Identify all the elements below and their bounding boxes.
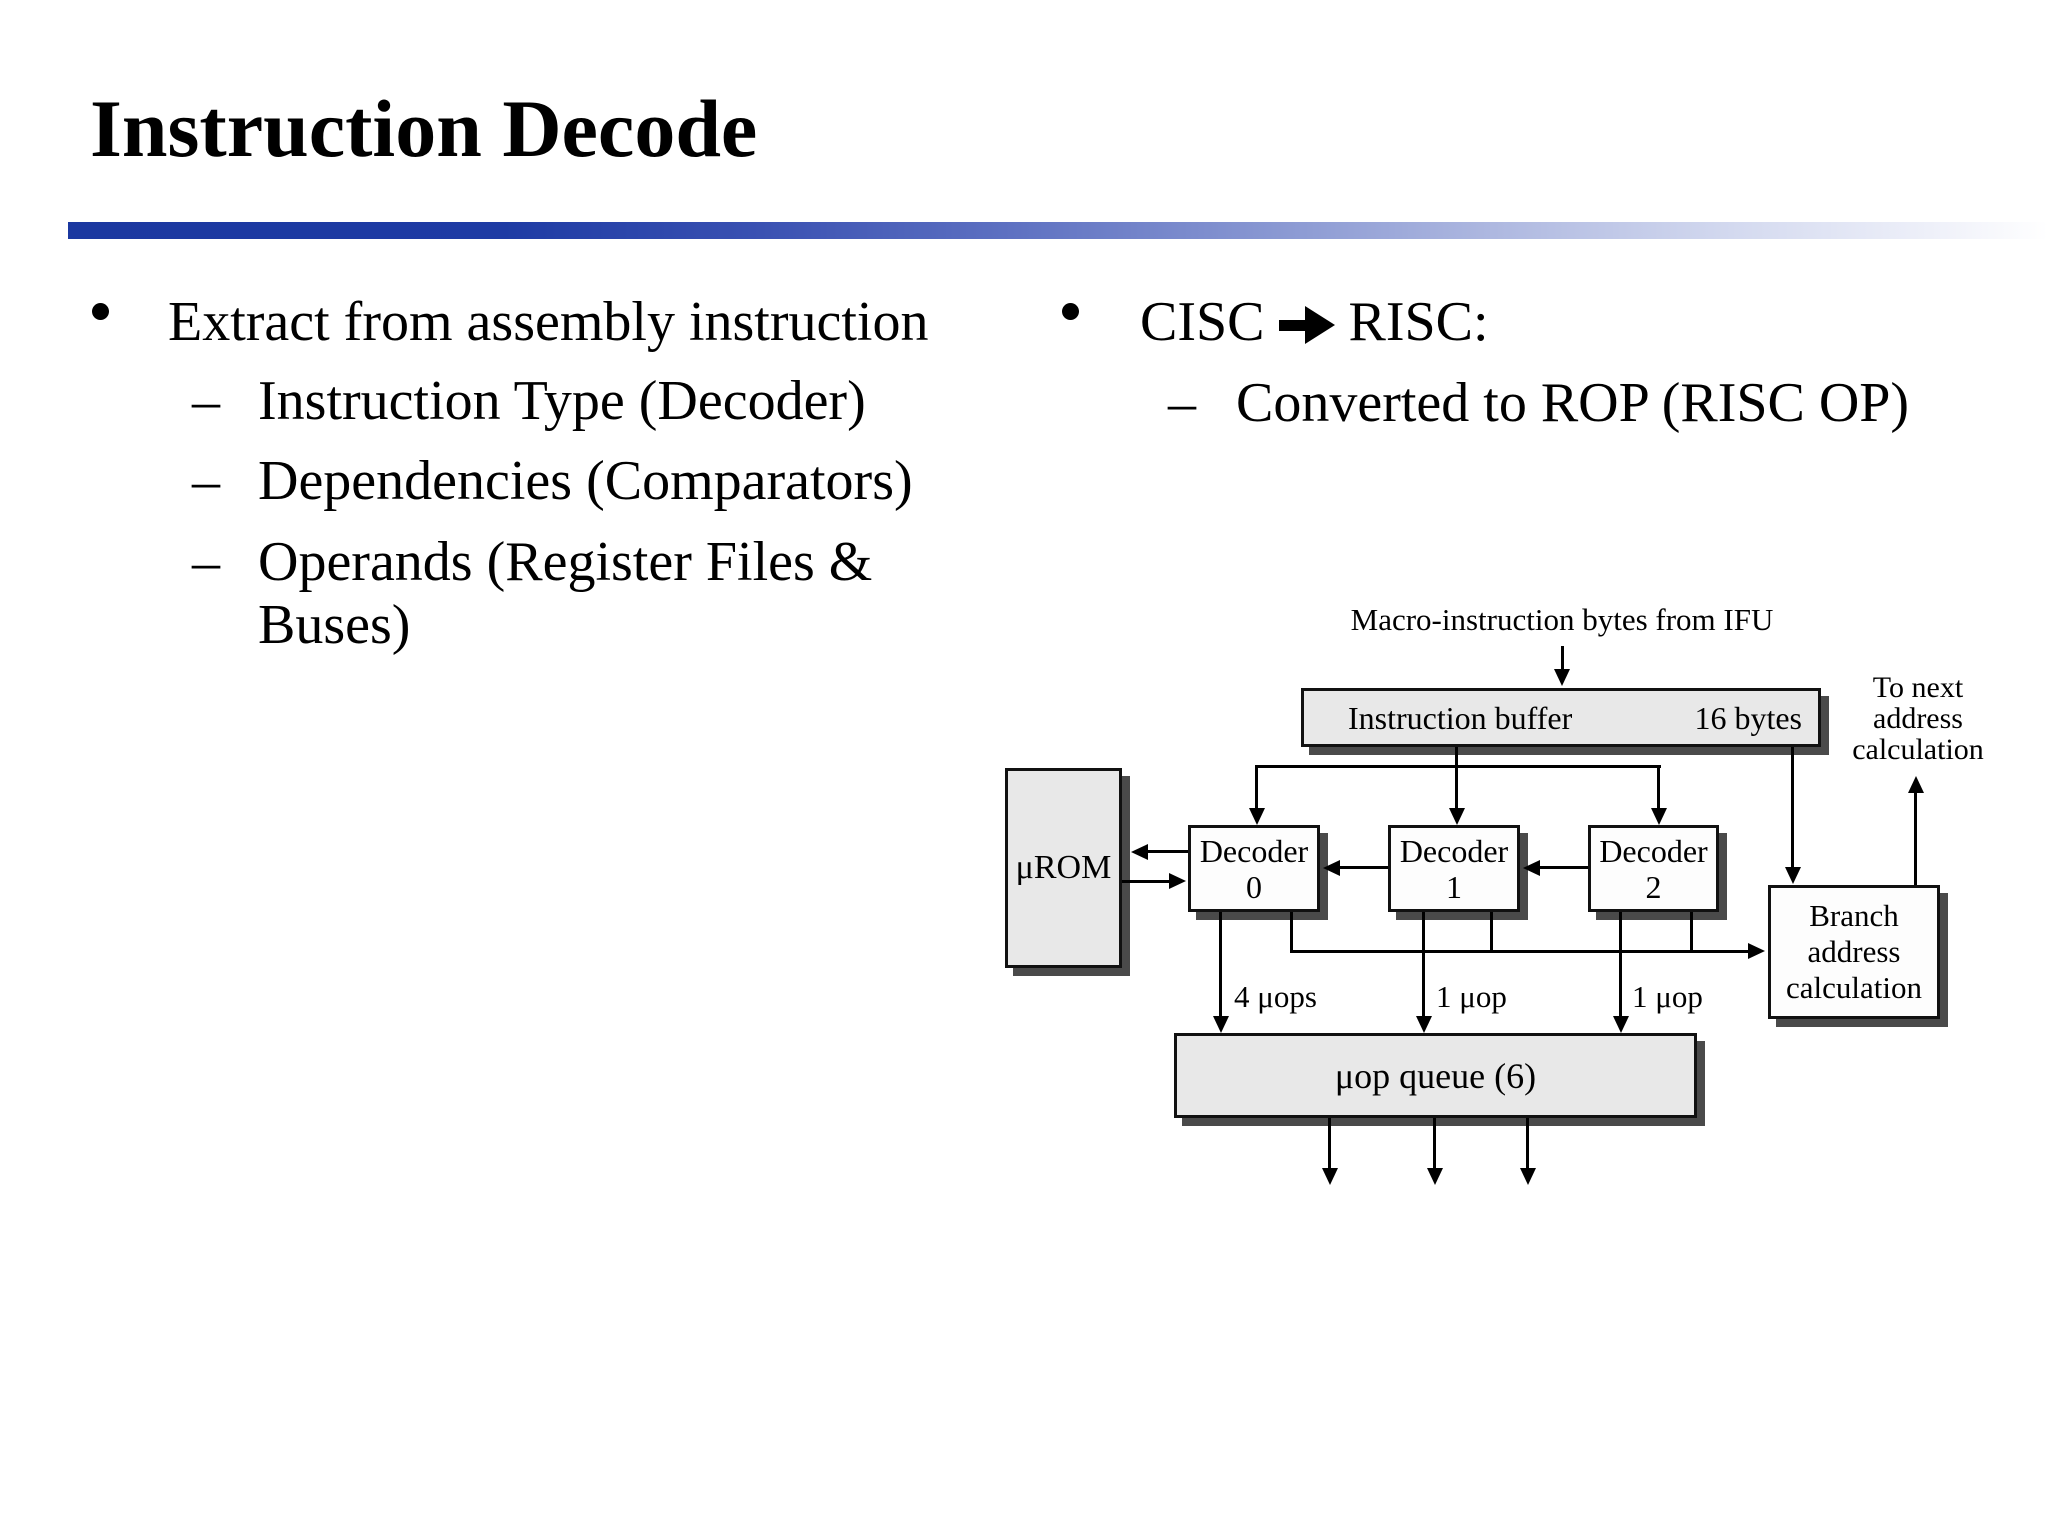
arrowhead-dec1-into-queue [1416,1016,1432,1033]
line-decoder0-to-urom [1148,850,1188,853]
urom-box: μROM [1005,768,1122,968]
sub-bullet-dash: – [1168,372,1196,434]
line-queue-out-3 [1526,1118,1529,1169]
arrowhead-dec2-into-queue [1613,1016,1629,1033]
arrowhead-into-decoder2 [1651,808,1667,825]
arrowhead-to-next-address [1908,776,1924,793]
uop-queue-box: μop queue (6) [1174,1033,1697,1118]
line-macro-to-buffer [1561,646,1564,670]
arrowhead-into-urom [1131,844,1148,860]
sub-bullet-text: Instruction Type (Decoder) [258,370,866,432]
instruction-buffer-box: Instruction buffer 16 bytes [1301,688,1821,747]
urom-label: μROM [1015,849,1112,886]
sub-bullet-text: Operands (Register Files & [258,531,873,593]
uop-count-dec0: 4 μops [1234,979,1317,1014]
line-buffer-to-branch [1791,747,1794,867]
page-title: Instruction Decode [90,83,758,174]
arrowhead-into-decoder0 [1249,808,1265,825]
cisc-label: CISC [1140,291,1265,353]
stub-dec0-to-collector [1290,912,1293,953]
buffer-capacity-label: 16 bytes [1694,699,1802,736]
line-to-decoder2 [1657,768,1660,808]
sub-bullet-converted-rop: –Converted to ROP (RISC OP) [1168,367,1909,439]
line-collector-to-branch [1290,950,1749,953]
uop-count-dec2: 1 μop [1632,979,1703,1014]
to-next-address-label: To next address calculation [1852,671,1984,766]
bullet-item-cisc-risc: CISC RISC: [1140,286,1489,358]
line-to-decoder0 [1255,768,1258,808]
bullet-icon-left [92,303,109,320]
line-urom-to-decoder0 [1122,880,1169,883]
arrowhead-into-decoder0-left [1169,873,1186,889]
arrowhead-dec2-to-dec1 [1523,860,1540,876]
sub-bullet-dependencies: –Dependencies (Comparators) [192,445,913,517]
arrowhead-queue-out-3 [1520,1168,1536,1185]
arrowhead-into-decoder1 [1449,808,1465,825]
arrowhead-into-branch-left [1748,943,1765,959]
line-dec0-to-queue [1219,912,1222,1017]
instruction-buffer-label: Instruction buffer [1348,699,1573,736]
risc-label: RISC: [1348,291,1489,353]
thick-right-arrow-icon [1278,306,1335,344]
arrowhead-queue-out-2 [1427,1168,1443,1185]
line-branch-to-next [1914,793,1917,886]
stub-dec2-to-collector [1690,912,1693,953]
stub-dec1-to-collector [1490,912,1493,953]
bullet-icon-right [1062,303,1079,320]
line-dec1-to-dec0 [1340,866,1388,869]
sub-bullet-dash: – [192,370,220,432]
line-queue-out-1 [1328,1118,1331,1169]
title-accent-bar [68,222,2048,239]
line-distribution [1255,765,1661,768]
uop-count-dec1: 1 μop [1436,979,1507,1014]
line-dec2-to-dec1 [1540,866,1588,869]
arrowhead-into-buffer [1554,669,1570,686]
sub-bullet-instruction-type: –Instruction Type (Decoder) [192,365,866,437]
sub-bullet-operands: –Operands (Register Files & [192,526,872,598]
line-dec2-to-queue [1619,912,1622,1017]
bullet-item-extract: Extract from assembly instruction [168,291,929,353]
sub-bullet-text: Converted to ROP (RISC OP) [1236,372,1910,434]
branch-address-box: Branch address calculation [1768,885,1940,1019]
arrowhead-dec0-into-queue [1213,1016,1229,1033]
line-dec1-to-queue [1422,912,1425,1017]
arrowhead-dec1-to-dec0 [1323,860,1340,876]
sub-bullet-dash: – [192,450,220,512]
sub-bullet-text: Dependencies (Comparators) [258,450,913,512]
line-to-decoder1 [1455,768,1458,808]
sub-bullet-operands-wrap: Buses) [258,594,411,656]
diagram-top-label: Macro-instruction bytes from IFU [1350,602,1774,637]
sub-bullet-dash: – [192,531,220,593]
arrowhead-into-branch-top [1785,867,1801,884]
uop-queue-label: μop queue (6) [1334,1055,1537,1096]
line-queue-out-2 [1433,1118,1436,1169]
line-buffer-down [1455,747,1458,766]
arrowhead-queue-out-1 [1322,1168,1338,1185]
